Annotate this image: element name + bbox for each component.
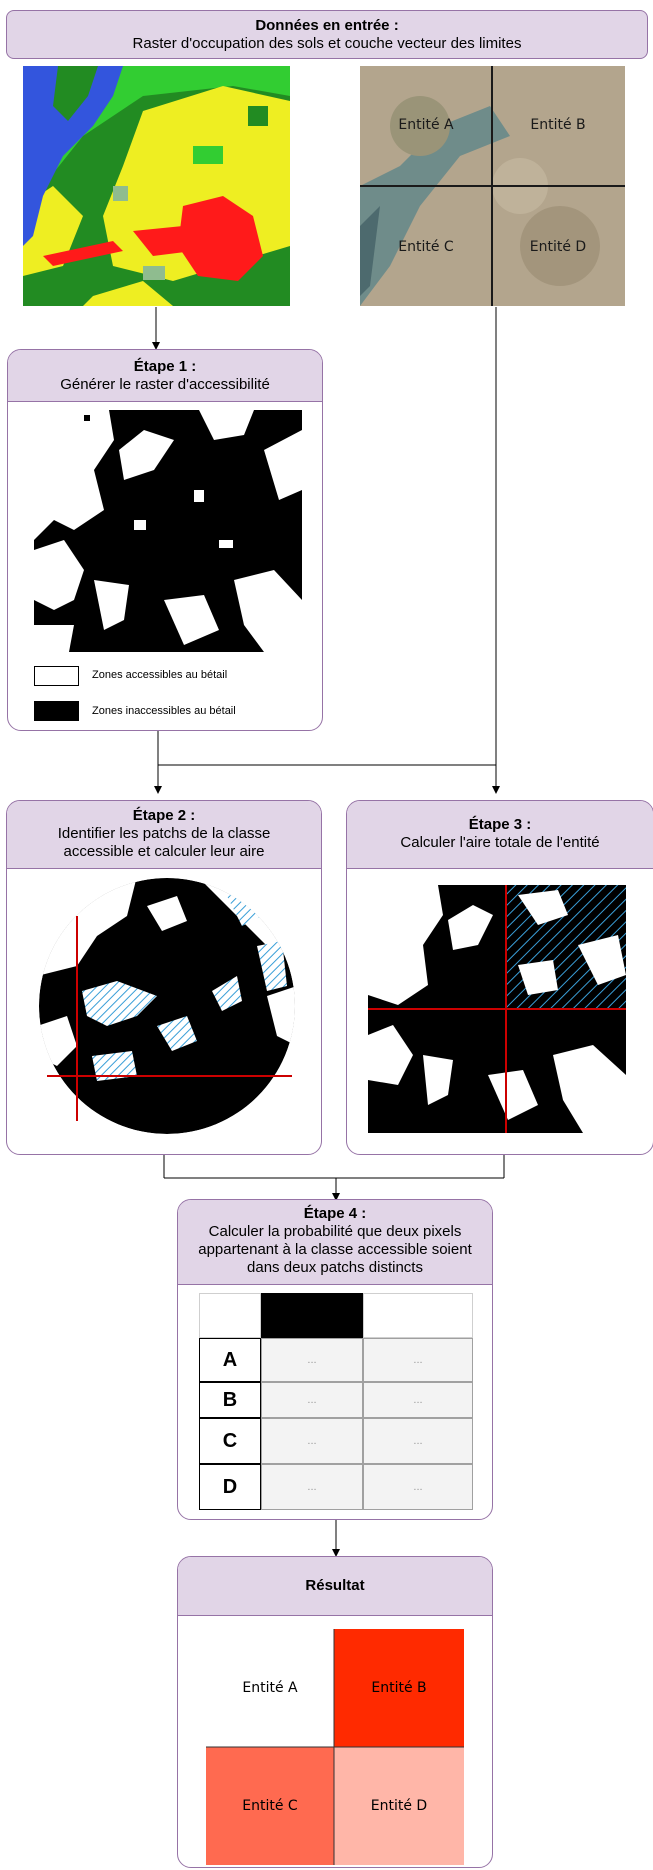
step1-header: Étape 1 : Générer le raster d'accessibil… xyxy=(8,350,322,402)
input-header: Données en entrée : Raster d'occupation … xyxy=(6,10,648,59)
probability-table: A ... ... B ... ... C ... ... D ... ... xyxy=(199,1293,473,1510)
legend-swatch-white xyxy=(34,666,79,686)
table-row-label-b: B xyxy=(199,1382,261,1418)
step4-line2: appartenant à la classe accessible soien… xyxy=(198,1241,472,1258)
land-cover-raster xyxy=(23,66,290,306)
step2-card: Étape 2 : Identifier les patchs de la cl… xyxy=(6,800,322,1155)
step2-line1: Identifier les patchs de la classe xyxy=(57,825,271,842)
table-header-black xyxy=(261,1293,363,1338)
entity-a-label: Entité A xyxy=(398,117,454,133)
step4-card: Étape 4 : Calculer la probabilité que de… xyxy=(177,1199,493,1520)
step1-subtitle: Générer le raster d'accessibilité xyxy=(60,376,270,393)
result-header: Résultat xyxy=(178,1557,492,1616)
table-cell: ... xyxy=(261,1382,363,1418)
step1-title: Étape 1 : xyxy=(133,358,197,375)
step2-title: Étape 2 : xyxy=(132,807,196,824)
table-cell: ... xyxy=(261,1418,363,1464)
table-cell: ... xyxy=(363,1418,473,1464)
legend-swatch-black xyxy=(34,701,79,721)
input-title: Données en entrée : xyxy=(255,17,399,34)
table-corner xyxy=(199,1293,261,1338)
step1-card: Étape 1 : Générer le raster d'accessibil… xyxy=(7,349,323,731)
accessibility-raster xyxy=(34,410,302,652)
table-cell: ... xyxy=(261,1338,363,1382)
legend-label-white: Zones accessibles au bétail xyxy=(92,669,228,681)
step2-line2: accessible et calculer leur aire xyxy=(63,843,265,860)
entity-d-label: Entité D xyxy=(530,239,586,255)
result-entity-d: Entité D xyxy=(334,1747,464,1865)
table-cell: ... xyxy=(363,1382,473,1418)
result-entity-c: Entité C xyxy=(206,1747,334,1865)
step3-subtitle: Calculer l'aire totale de l'entité xyxy=(400,834,600,851)
entity-area-raster xyxy=(368,885,626,1133)
table-row-label-c: C xyxy=(199,1418,261,1464)
step4-title: Étape 4 : xyxy=(303,1205,367,1222)
table-header-blank xyxy=(363,1293,473,1338)
step3-header: Étape 3 : Calculer l'aire totale de l'en… xyxy=(347,801,653,869)
patches-circle xyxy=(39,878,295,1134)
result-card: Résultat Entité A Entité B Entité C Enti… xyxy=(177,1556,493,1868)
table-cell: ... xyxy=(261,1464,363,1510)
result-entity-b: Entité B xyxy=(334,1629,464,1747)
table-row-label-d: D xyxy=(199,1464,261,1510)
result-entity-a: Entité A xyxy=(206,1629,334,1747)
entities-satellite: Entité A Entité B Entité C Entité D xyxy=(360,66,625,306)
table-row-label-a: A xyxy=(199,1338,261,1382)
step2-header: Étape 2 : Identifier les patchs de la cl… xyxy=(7,801,321,869)
table-cell: ... xyxy=(363,1338,473,1382)
table-cell: ... xyxy=(363,1464,473,1510)
step4-line3: dans deux patchs distincts xyxy=(247,1259,423,1276)
entity-b-label: Entité B xyxy=(530,117,585,133)
input-subtitle: Raster d'occupation des sols et couche v… xyxy=(132,35,522,52)
result-divider xyxy=(206,1629,464,1865)
step4-header: Étape 4 : Calculer la probabilité que de… xyxy=(178,1200,492,1285)
entity-c-label: Entité C xyxy=(398,239,454,255)
step3-card: Étape 3 : Calculer l'aire totale de l'en… xyxy=(346,800,653,1155)
legend-label-black: Zones inaccessibles au bétail xyxy=(92,705,236,717)
step4-line1: Calculer la probabilité que deux pixels xyxy=(208,1223,462,1240)
result-title: Résultat xyxy=(305,1577,365,1594)
step3-title: Étape 3 : xyxy=(468,816,532,833)
